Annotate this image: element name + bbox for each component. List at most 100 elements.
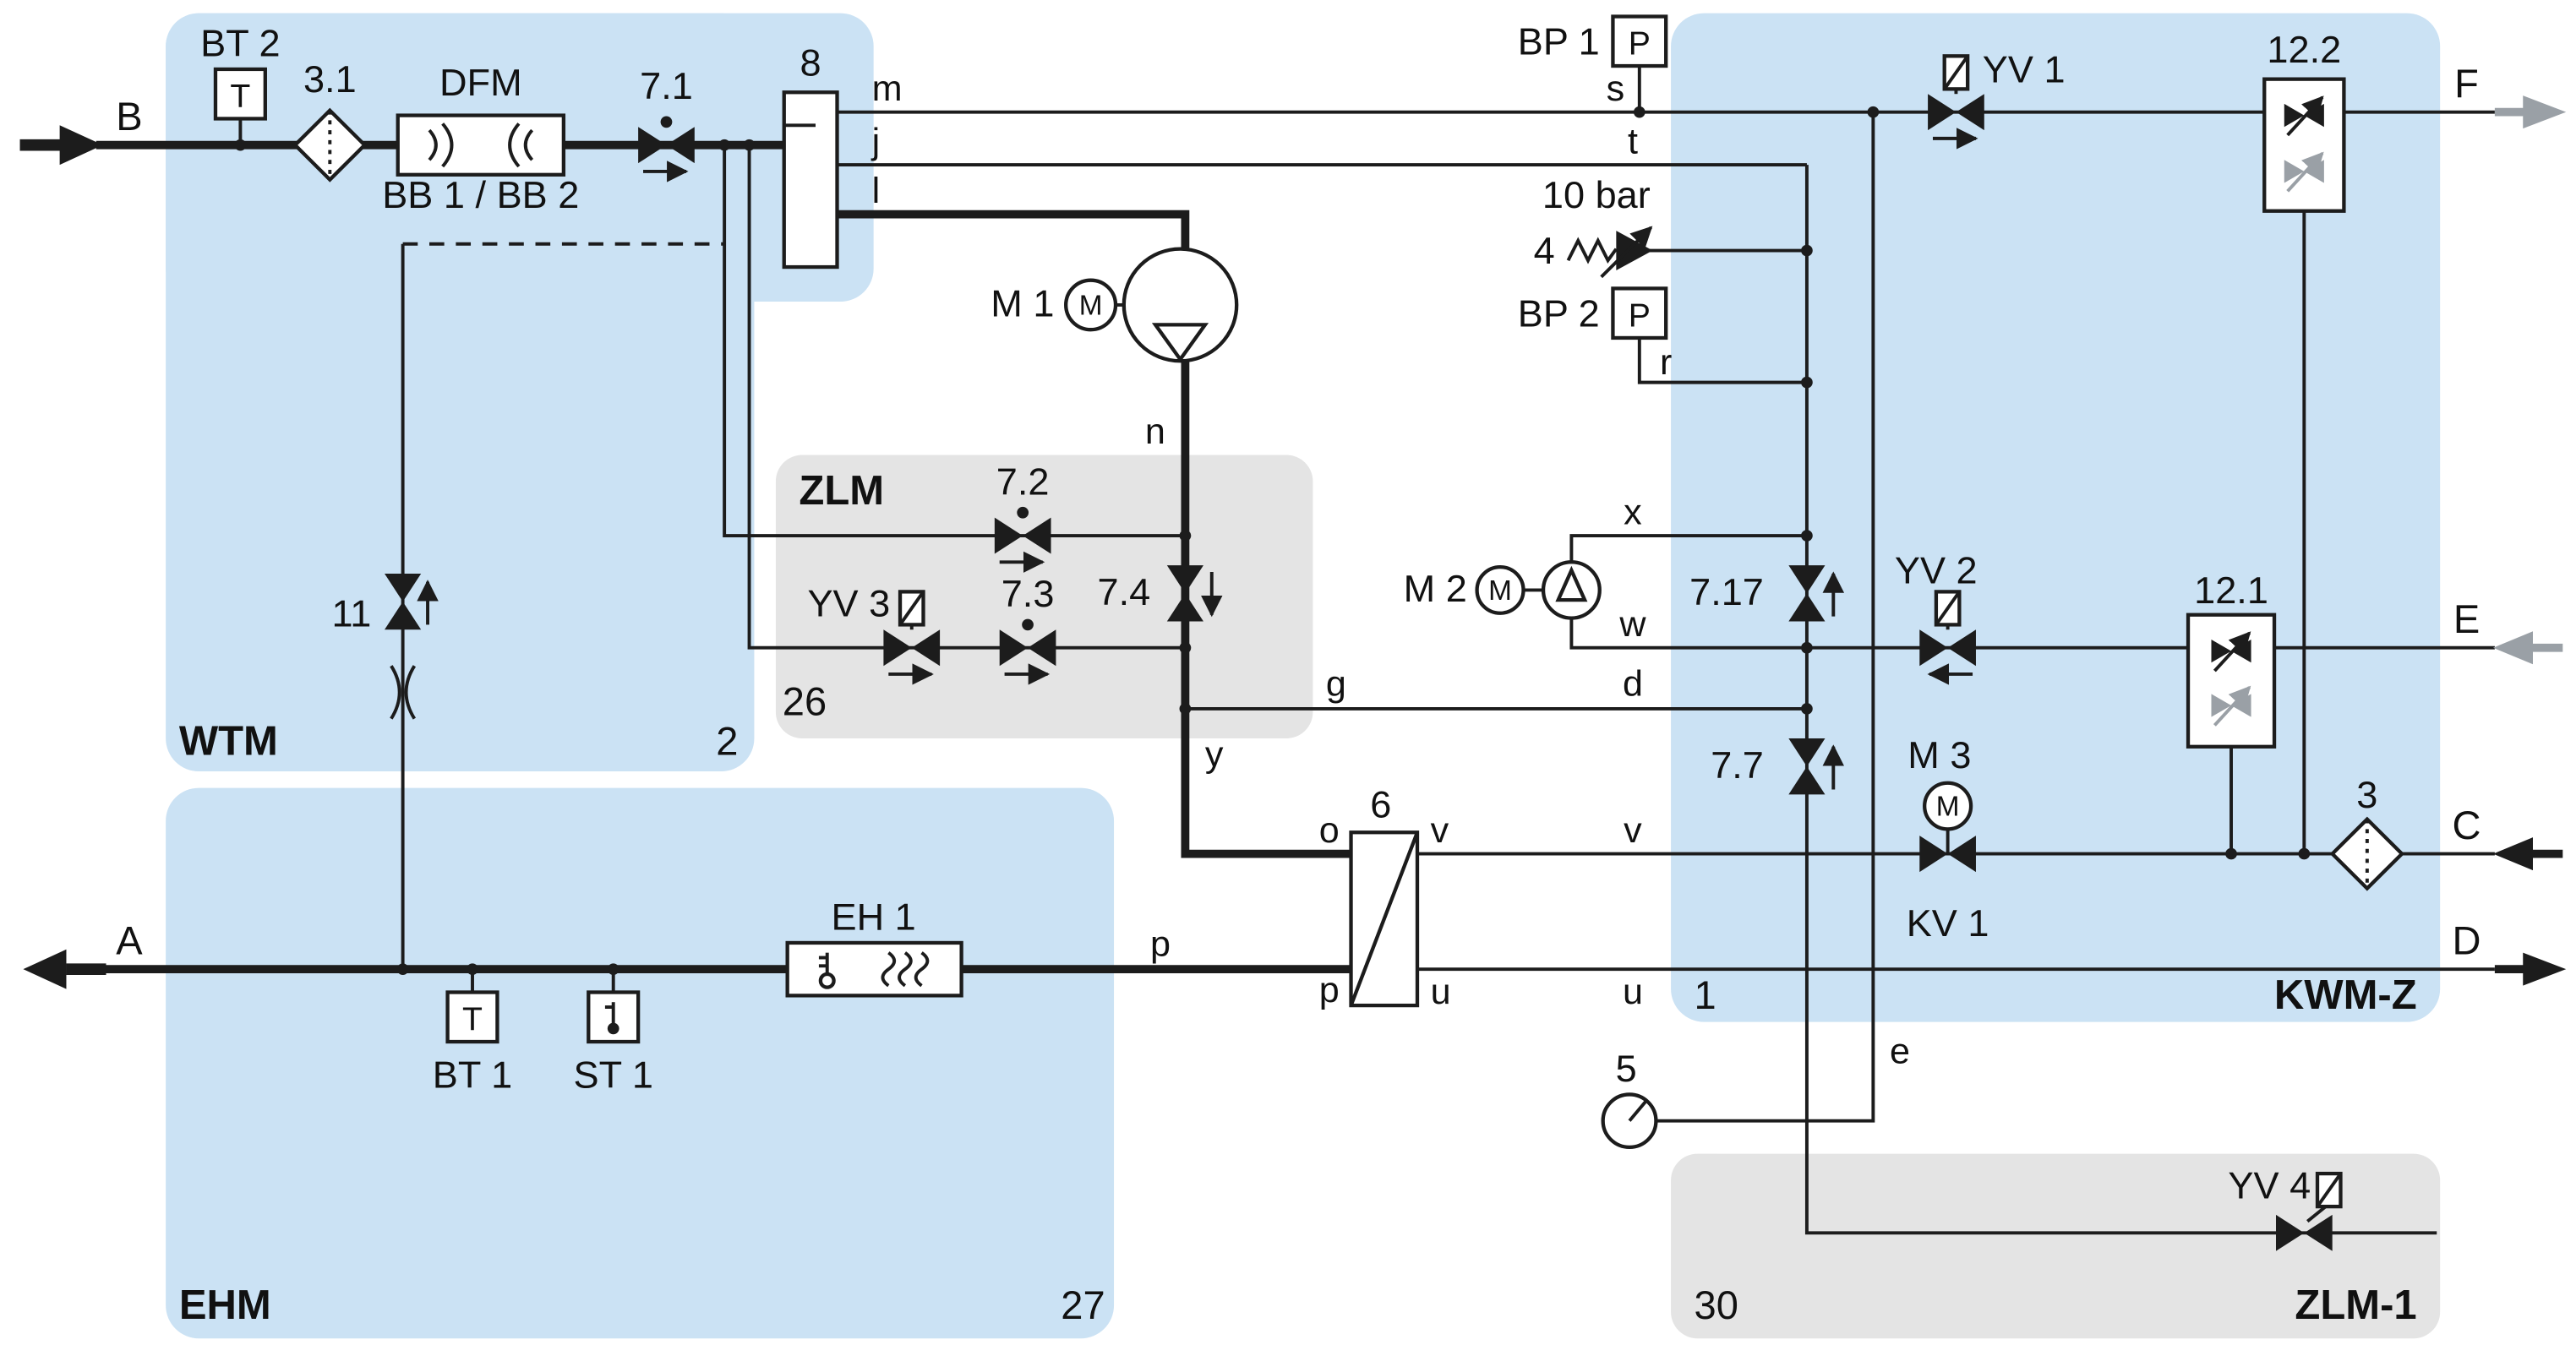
port-label-u2: u <box>1623 972 1643 1012</box>
valve-7-2: 7.2 <box>994 460 1051 573</box>
flow-meter-dfm: DFM BB 1 / BB 2 <box>382 61 579 216</box>
region-zlm <box>775 455 1313 739</box>
solenoid-valve-yv1: YV 1 <box>1928 48 2066 150</box>
bp2-label: BP 2 <box>1518 291 1600 335</box>
solenoid-valve-yv2: YV 2 <box>1895 549 1978 685</box>
valve-11-label: 11 <box>332 591 372 634</box>
solenoid-valve-yv3: YV 3 <box>807 582 941 685</box>
pump-m2: M M 2 <box>1404 560 1602 620</box>
arrow-f-outlet: F <box>2454 62 2567 129</box>
kv1-label: KV 1 <box>1907 901 1989 945</box>
bp1-letter: P <box>1629 25 1651 62</box>
bp1-label: BP 1 <box>1518 19 1600 63</box>
valve-11: 11 <box>332 573 439 634</box>
port-label-o: o <box>1319 810 1340 851</box>
bp2-letter: P <box>1629 297 1651 334</box>
yv3-label: YV 3 <box>807 582 890 625</box>
arrow-e-inlet: E <box>2453 597 2563 665</box>
arrow-c-inlet: C <box>2453 803 2563 871</box>
port-label-n: n <box>1145 411 1165 452</box>
filter-3: 3 <box>2329 773 2405 891</box>
relief-valve-4: 10 bar 4 <box>1534 173 1653 279</box>
arrow-a-outlet: A <box>23 919 143 989</box>
valve-7-7-label: 7.7 <box>1711 743 1764 787</box>
m3-label: M 3 <box>1907 733 1971 776</box>
label-zlm-num: 26 <box>783 680 827 724</box>
port-label-l: l <box>872 171 881 211</box>
label-zlm1-num: 30 <box>1695 1283 1738 1327</box>
valve-7-17-label: 7.17 <box>1689 570 1764 613</box>
filter-3-label: 3 <box>2356 773 2377 816</box>
block-12-2-label: 12.2 <box>2267 28 2341 71</box>
block-12-1-label: 12.1 <box>2194 569 2268 612</box>
port-label-w: w <box>1618 604 1646 645</box>
port-label-u: u <box>1431 972 1451 1012</box>
valve-7-3: 7.3 <box>999 572 1056 685</box>
filter-3-1: 3.1 <box>292 57 368 182</box>
dfm-sub-label: BB 1 / BB 2 <box>382 173 579 216</box>
label-wtm: WTM <box>179 719 278 765</box>
valve-7-4-label: 7.4 <box>1097 570 1150 613</box>
port-label-y: y <box>1205 734 1224 775</box>
motor-valve-kv1: M M 3 KV 1 <box>1907 733 1989 945</box>
gauge-5-label: 5 <box>1616 1047 1637 1090</box>
bt2-letter: T <box>230 79 250 115</box>
label-ehm-num: 27 <box>1061 1283 1105 1327</box>
relief-setting-label: 10 bar <box>1542 173 1651 216</box>
m2-letter: M <box>1488 575 1512 607</box>
port-label-s: s <box>1607 68 1625 109</box>
heat-exchanger-6: 6 <box>1349 783 1420 1008</box>
st1-label: ST 1 <box>573 1054 652 1097</box>
pressure-sensor-bp1: P BP 1 <box>1518 14 1668 68</box>
m1-letter: M <box>1079 291 1103 322</box>
yv1-label: YV 1 <box>1983 48 2066 91</box>
pump-m1: M M 1 <box>991 247 1239 363</box>
check-block-12-2: 12.2 <box>2262 28 2346 213</box>
gauge-5: 5 <box>1601 1047 1658 1150</box>
port-label-p: p <box>1150 924 1171 965</box>
valve-7-17: 7.17 <box>1689 565 1845 622</box>
heater-eh1: EH 1 <box>785 895 963 998</box>
m3-letter: M <box>1936 792 1960 823</box>
temp-sensor-bt2: T BT 2 <box>200 21 281 121</box>
valve-7-2-label: 7.2 <box>996 460 1050 503</box>
valve-7-4: 7.4 <box>1097 565 1223 622</box>
bt2-label: BT 2 <box>200 21 280 64</box>
dfm-label: DFM <box>439 61 522 104</box>
yv2-label: YV 2 <box>1895 549 1978 592</box>
tank-8-label: 8 <box>800 41 821 84</box>
endpoint-b: B <box>116 95 142 139</box>
region-kwmz <box>1671 13 2441 1022</box>
module-regions <box>166 13 2441 1339</box>
valve-7-1-label: 7.1 <box>640 64 693 107</box>
region-labels: WTM 2 EHM 27 KWM-Z 1 ZLM 26 ZLM-1 30 <box>179 468 2417 1328</box>
port-label-m: m <box>872 68 903 109</box>
port-label-x: x <box>1624 493 1642 533</box>
bt1-letter: T <box>462 1001 483 1037</box>
endpoint-c: C <box>2453 803 2481 847</box>
port-label-t: t <box>1628 122 1638 162</box>
label-ehm: EHM <box>179 1282 271 1328</box>
bt1-label: BT 1 <box>433 1054 512 1097</box>
label-zlm1: ZLM-1 <box>2295 1282 2416 1328</box>
port-label-r: r <box>1660 342 1672 383</box>
relief-num-label: 4 <box>1534 229 1555 272</box>
port-label-d: d <box>1623 663 1643 704</box>
endpoint-d: D <box>2453 919 2481 963</box>
arrow-d-outlet: D <box>2453 919 2567 986</box>
tank-8: 8 <box>782 41 839 270</box>
filter-3-1-label: 3.1 <box>303 57 357 101</box>
port-label-e: e <box>1890 1031 1910 1071</box>
port-label-p2: p <box>1319 970 1340 1010</box>
label-wtm-num: 2 <box>716 720 738 764</box>
arrow-b-inlet: B <box>19 95 143 166</box>
m1-label: M 1 <box>991 282 1054 325</box>
label-zlm: ZLM <box>799 468 884 514</box>
pressure-sensor-bp2: P BP 2 <box>1518 286 1668 340</box>
yv4-label: YV 4 <box>2228 1163 2311 1206</box>
label-kwmz-num: 1 <box>1695 973 1716 1017</box>
solenoid-valve-yv4: YV 4 <box>2228 1163 2343 1251</box>
endpoint-f: F <box>2454 62 2479 106</box>
port-label-j: j <box>870 122 881 162</box>
